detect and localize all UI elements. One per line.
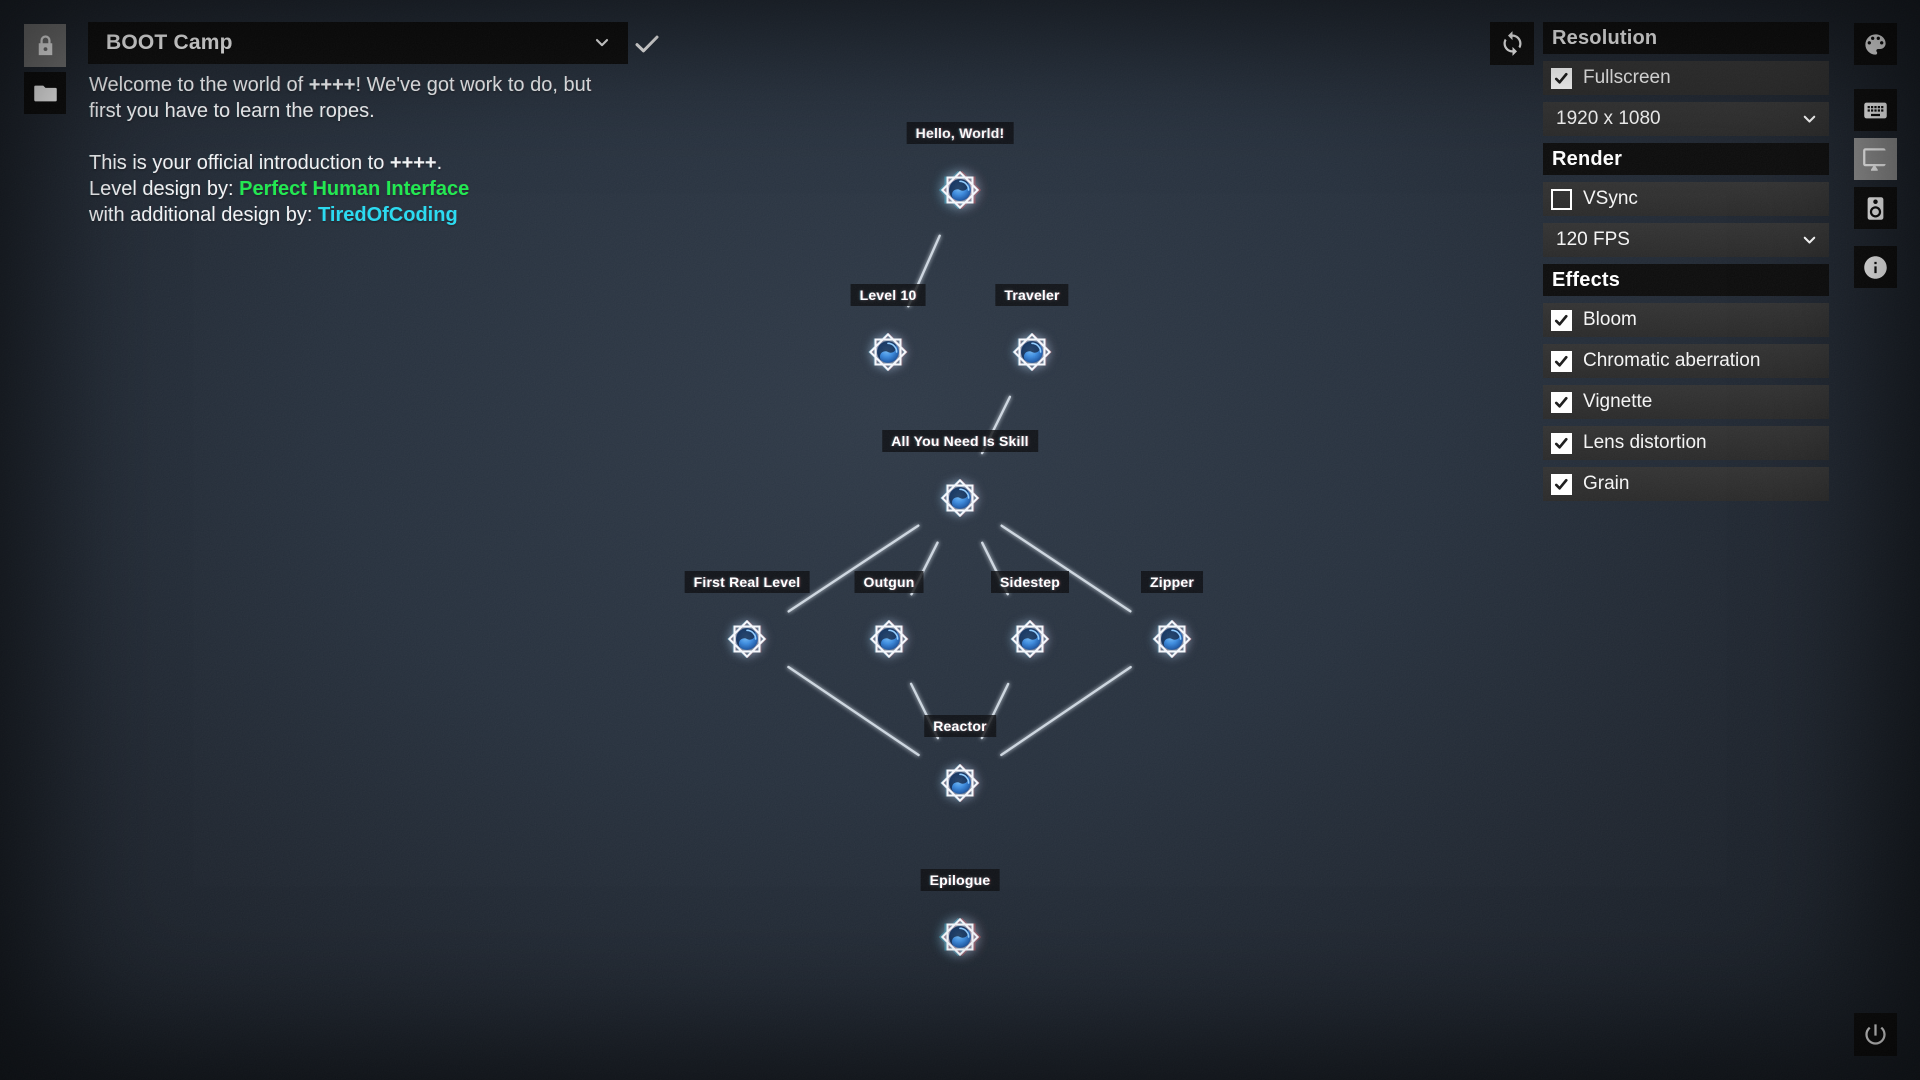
level-star-icon <box>940 917 980 957</box>
palette-button[interactable] <box>1854 23 1897 65</box>
resolution-dropdown[interactable]: 1920 x 1080 <box>1543 102 1829 136</box>
grain-label: Grain <box>1583 473 1630 494</box>
chromatic-aberration-row[interactable]: Chromatic aberration <box>1543 344 1829 378</box>
fullscreen-row[interactable]: Fullscreen <box>1543 61 1829 95</box>
level-node-label: Reactor <box>924 715 996 737</box>
level-path-line <box>787 524 920 613</box>
level-node-label: Sidestep <box>991 571 1069 593</box>
right-toolbar <box>1854 23 1897 288</box>
bloom-label: Bloom <box>1583 309 1637 330</box>
resolution-value: 1920 x 1080 <box>1556 108 1661 129</box>
level-node-epilogue[interactable]: Epilogue <box>920 869 1000 969</box>
level-star-icon <box>727 619 767 659</box>
level-node-label: All You Need Is Skill <box>882 430 1038 452</box>
checkmark-icon <box>1554 478 1568 490</box>
vignette-label: Vignette <box>1583 391 1653 412</box>
chromatic-aberration-checkbox[interactable] <box>1551 350 1572 372</box>
bloom-row[interactable]: Bloom <box>1543 303 1829 337</box>
vignette-checkbox[interactable] <box>1551 391 1572 413</box>
level-star-icon <box>1012 332 1052 372</box>
level-node-traveler[interactable]: Traveler <box>995 284 1069 384</box>
level-node-outgun[interactable]: Outgun <box>854 571 924 671</box>
level-path-line <box>787 665 920 757</box>
display-icon <box>1863 147 1886 171</box>
level-star-icon <box>869 619 909 659</box>
fps-value: 120 FPS <box>1556 229 1630 250</box>
level-node-first-real-level[interactable]: First Real Level <box>684 571 810 671</box>
level-path-line <box>1000 524 1132 613</box>
level-node-hello-world[interactable]: Hello, World! <box>906 122 1014 222</box>
keyboard-button[interactable] <box>1854 89 1897 131</box>
checkmark-icon <box>1554 355 1568 367</box>
lens-distortion-row[interactable]: Lens distortion <box>1543 426 1829 460</box>
lens-distortion-label: Lens distortion <box>1583 432 1707 453</box>
bloom-checkbox[interactable] <box>1551 309 1572 331</box>
chevron-down-icon <box>1803 236 1816 244</box>
level-node-reactor[interactable]: Reactor <box>924 715 996 815</box>
info-icon <box>1864 255 1887 279</box>
lens-distortion-checkbox[interactable] <box>1551 432 1572 454</box>
checkmark-icon <box>1554 396 1568 408</box>
speaker-icon <box>1867 196 1884 220</box>
level-node-label: Outgun <box>854 571 924 593</box>
checkmark-icon <box>1554 437 1568 449</box>
display-button[interactable] <box>1854 138 1897 180</box>
level-star-icon <box>1010 619 1050 659</box>
vsync-checkbox[interactable] <box>1551 188 1572 210</box>
settings-header-resolution: Resolution <box>1543 22 1829 54</box>
keyboard-icon <box>1864 102 1887 118</box>
level-node-label: First Real Level <box>684 571 810 593</box>
settings-header-effects: Effects <box>1543 264 1829 296</box>
level-node-all-you-need-is-skill[interactable]: All You Need Is Skill <box>882 430 1038 530</box>
level-node-label: Zipper <box>1141 571 1203 593</box>
fps-dropdown[interactable]: 120 FPS <box>1543 223 1829 257</box>
level-node-level-10[interactable]: Level 10 <box>850 284 926 384</box>
vsync-row[interactable]: VSync <box>1543 182 1829 216</box>
chromatic-aberration-label: Chromatic aberration <box>1583 350 1761 371</box>
info-button[interactable] <box>1854 246 1897 288</box>
level-star-icon <box>940 763 980 803</box>
level-star-icon <box>1152 619 1192 659</box>
checkmark-icon <box>1554 314 1568 326</box>
vignette-row[interactable]: Vignette <box>1543 385 1829 419</box>
chevron-down-icon <box>1803 115 1816 123</box>
fullscreen-checkbox[interactable] <box>1551 67 1572 89</box>
settings-header-render: Render <box>1543 143 1829 175</box>
level-path-line <box>1000 665 1132 757</box>
level-node-label: Epilogue <box>920 869 1000 891</box>
level-node-sidestep[interactable]: Sidestep <box>991 571 1069 671</box>
level-node-label: Hello, World! <box>906 122 1014 144</box>
level-node-zipper[interactable]: Zipper <box>1140 571 1204 671</box>
grain-checkbox[interactable] <box>1551 473 1572 495</box>
level-star-icon <box>940 170 980 210</box>
fullscreen-label: Fullscreen <box>1583 67 1671 88</box>
grain-row[interactable]: Grain <box>1543 467 1829 501</box>
vsync-label: VSync <box>1583 188 1638 209</box>
palette-icon <box>1865 33 1886 55</box>
checkmark-icon <box>1554 72 1568 84</box>
speaker-button[interactable] <box>1854 187 1897 229</box>
level-star-icon <box>940 478 980 518</box>
level-node-label: Level 10 <box>850 284 926 306</box>
level-node-label: Traveler <box>995 284 1069 306</box>
level-star-icon <box>868 332 908 372</box>
